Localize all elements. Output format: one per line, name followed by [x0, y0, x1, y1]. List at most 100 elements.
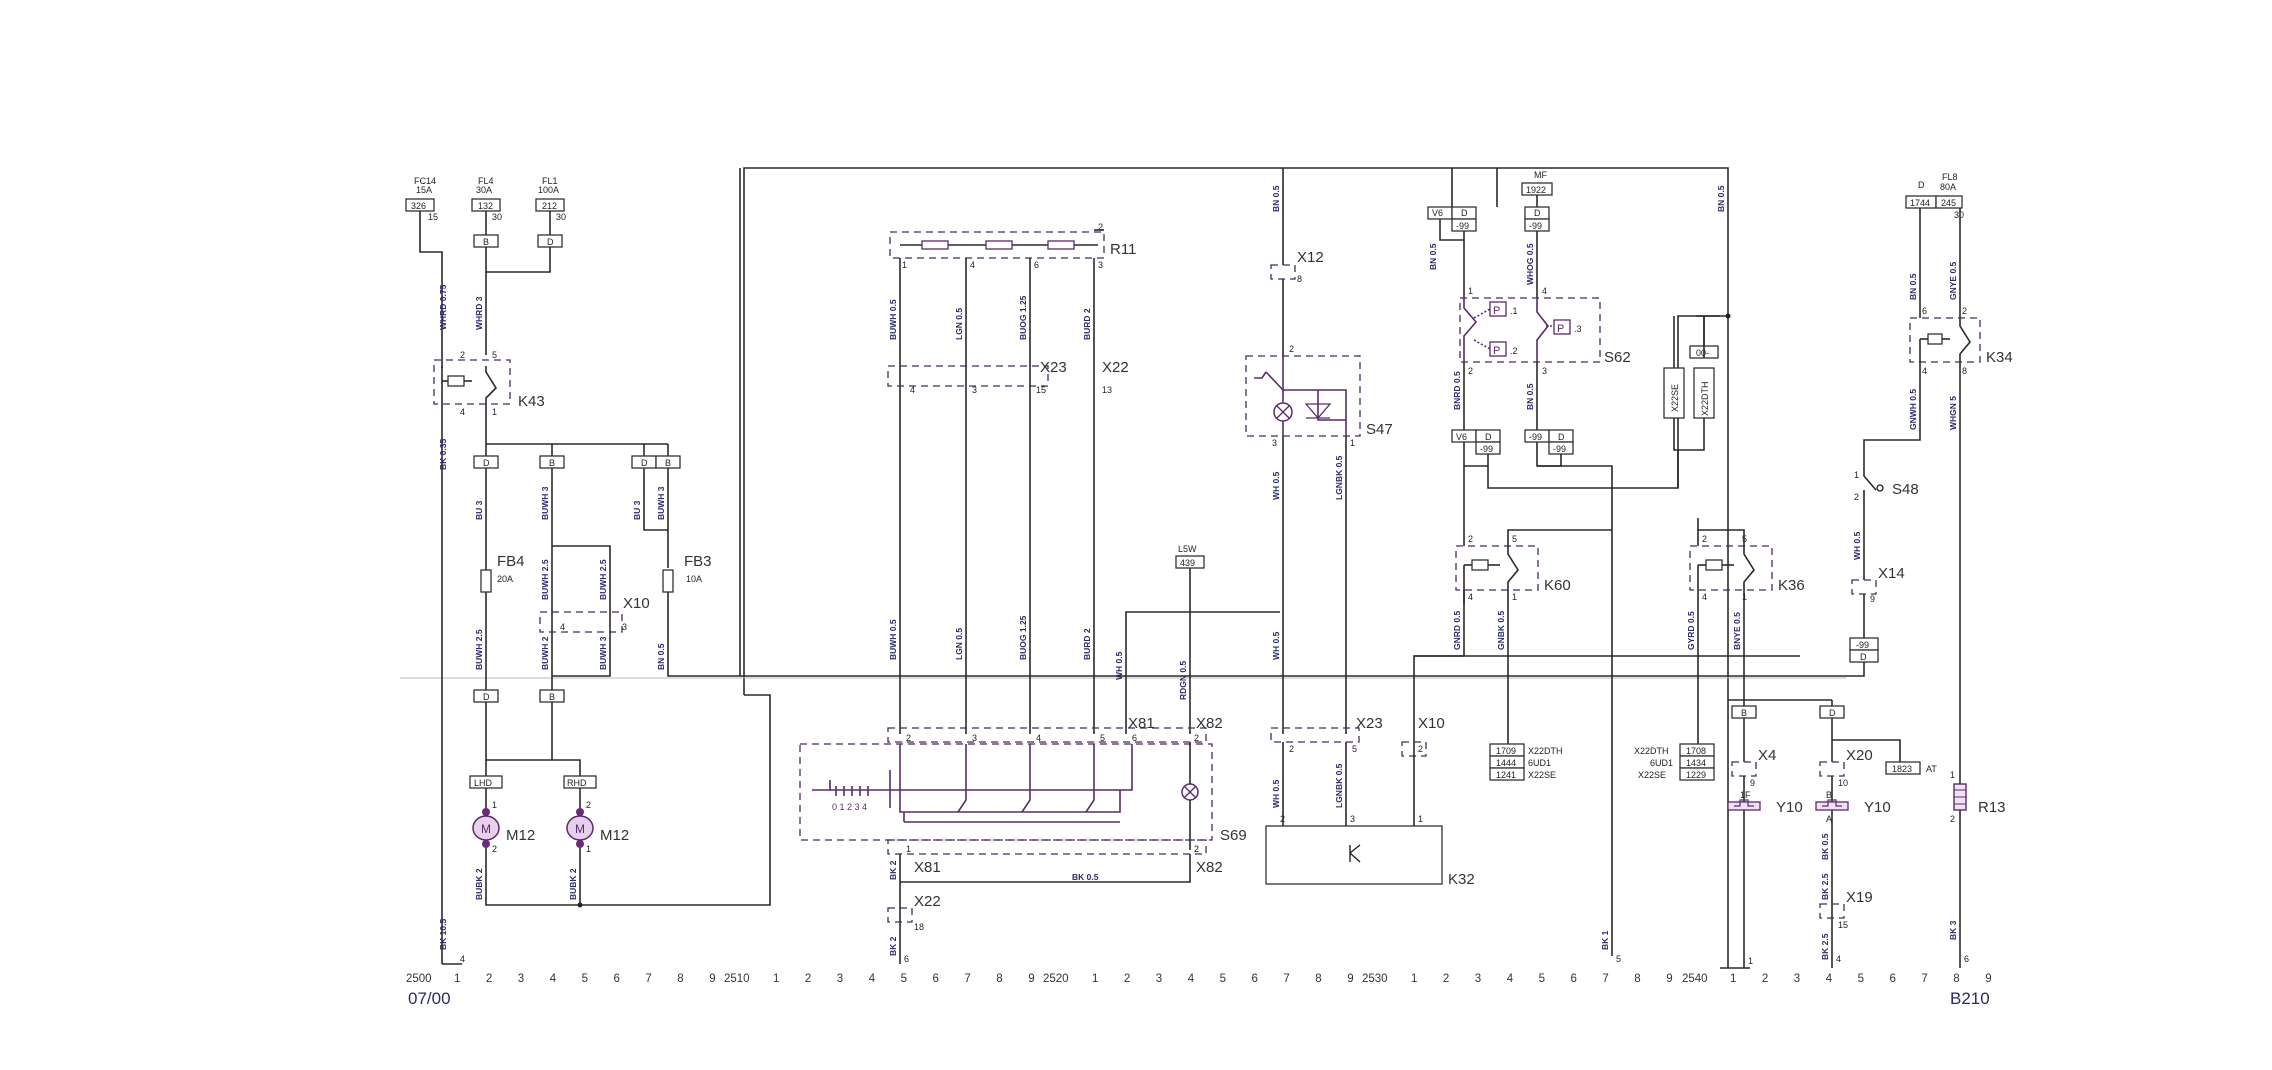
- fb4-rating: 20A: [497, 574, 513, 584]
- label-x20: X20: [1846, 747, 1873, 764]
- gnd-pin-5a: 5: [1616, 954, 1621, 964]
- label-fb3: FB3: [684, 553, 712, 570]
- svg-text:M: M: [575, 822, 585, 836]
- wire-label-11: BUWH 2: [540, 636, 550, 670]
- x23b-pin-5: 5: [1352, 744, 1357, 754]
- r13-pin-2: 2: [1950, 814, 1955, 824]
- x23b-pin-2: 2: [1289, 744, 1294, 754]
- m12a-pin-2: 2: [492, 844, 497, 854]
- label-x10-a: X10: [623, 595, 650, 612]
- k60-pin-1: 1: [1512, 592, 1517, 602]
- wire-label-7: BUWH 3: [656, 486, 666, 520]
- label-x14: X14: [1878, 565, 1905, 582]
- wire-label-32: LGNBK 0.5: [1334, 455, 1344, 500]
- et1-row0-code: 1709: [1496, 746, 1516, 756]
- label-x10-b: X10: [1418, 715, 1445, 732]
- opt-minus99-x14: -99: [1856, 640, 1869, 650]
- at-box-label: AT: [1926, 764, 1937, 774]
- wire-label-45: BNYE 0.5: [1732, 612, 1742, 650]
- connector-x12: [1270, 264, 1296, 280]
- et1-row1-label: 6UD1: [1528, 758, 1551, 768]
- axis-digit: 2: [1443, 973, 1449, 985]
- et2-row2-label: X22SE: [1638, 770, 1666, 780]
- axis-2500: 2500: [406, 973, 432, 985]
- axis-digit: 8: [1953, 973, 1959, 985]
- axis-digit: 5: [901, 973, 907, 985]
- axis-digit: 8: [1315, 973, 1321, 985]
- gnd-pin-1a: 1: [1748, 956, 1753, 966]
- axis-digit: 1: [1411, 973, 1417, 985]
- label-s47: S47: [1366, 421, 1393, 438]
- x23-pin-3: 3: [972, 385, 977, 395]
- opt-lhd: LHD: [474, 778, 493, 788]
- s47-pin-3: 3: [1272, 438, 1277, 448]
- wire-label-23: BUOG 1.25: [1018, 615, 1028, 660]
- opt-zero: 00-: [1696, 348, 1709, 358]
- fuse-fc14-pin: 15: [428, 212, 438, 222]
- k32-pin-1: 1: [1418, 814, 1423, 824]
- valve-y10-left: [1727, 801, 1761, 811]
- label-x81-b: X81: [914, 859, 941, 876]
- label-k34: K34: [1986, 349, 2013, 366]
- label-y10-left: Y10: [1776, 799, 1803, 816]
- x10-pin-4: 4: [560, 622, 565, 632]
- k60-pin-5: 5: [1512, 534, 1517, 544]
- m12b-pin-1: 1: [586, 844, 591, 854]
- r11-pin-6: 6: [1034, 260, 1039, 270]
- et1-row2-label: X22SE: [1528, 770, 1556, 780]
- label-k43: K43: [518, 393, 545, 410]
- k36-pin-2: 2: [1702, 534, 1707, 544]
- x81-pin-1: 1: [906, 844, 911, 854]
- opt-v6a: V6: [1432, 208, 1443, 218]
- wire-label-15: BUBK 2: [568, 868, 578, 900]
- wire-label-20: BURD 2: [1082, 308, 1092, 340]
- s69-pin-2: 2: [906, 733, 911, 743]
- wire-label-16: BK 10.5: [438, 919, 448, 950]
- x22-pin-13: 13: [1102, 385, 1112, 395]
- connector-x22-b: [887, 907, 913, 923]
- opt-b3: B: [665, 458, 671, 468]
- opt-b5: B: [1741, 708, 1747, 718]
- axis-digit: 8: [1634, 973, 1640, 985]
- fuse-fl4-name: FL4: [478, 176, 494, 186]
- wire-label-18: LGN 0.5: [954, 308, 964, 340]
- k32-pin-3: 3: [1350, 814, 1355, 824]
- wire-label-36: BN 0.5: [1428, 243, 1438, 270]
- opt-d3: D: [641, 458, 648, 468]
- axis-digit: 4: [550, 973, 557, 985]
- r13-pin-1: 1: [1950, 770, 1955, 780]
- connector-x23-b: [1270, 727, 1360, 743]
- wire-label-47: GNYE 0.5: [1948, 261, 1958, 300]
- label-m12-left: M12: [506, 827, 535, 844]
- x22b-pin-18: 18: [914, 922, 924, 932]
- connector-x19: [1819, 903, 1845, 919]
- label-x22-b: X22: [914, 893, 941, 910]
- svg-text:M: M: [481, 822, 491, 836]
- wire-label-43: BN 0.5: [1716, 185, 1726, 212]
- axis-digit: 4: [1507, 973, 1514, 985]
- wire-label-14: BUBK 2: [474, 868, 484, 900]
- engine-table-2: X22DTH 6UD1 X22SE 1708 1434 1229: [1634, 743, 1715, 781]
- et2-row2-code: 1229: [1686, 770, 1706, 780]
- s47-k32-section: BN 0.5 X12 8 2 S47 3 1 WH 0.5 LGNBK 0.5 …: [1245, 185, 1800, 888]
- opt-dd: D: [1558, 432, 1565, 442]
- page-code: B210: [1950, 989, 1990, 1008]
- s69-pin-3: 3: [972, 733, 977, 743]
- et1-row0-label: X22DTH: [1528, 746, 1563, 756]
- axis-digit: 6: [1252, 973, 1258, 985]
- left-section: FC14 15A 326 15 FL4 30A 132 30 FL1 100A …: [405, 168, 771, 965]
- wire-label-3: BK 0.35: [438, 439, 448, 470]
- label-y10-right: Y10: [1864, 799, 1891, 816]
- k43-pin-1: 1: [492, 407, 497, 417]
- axis-digit: 5: [1539, 973, 1545, 985]
- s48-pin-2: 2: [1854, 492, 1859, 502]
- wire-label-31: WH 0.5: [1271, 471, 1281, 500]
- wire-label-34: WH 0.5: [1271, 779, 1281, 808]
- svg-text:P: P: [1493, 345, 1500, 357]
- x12-pin-8: 8: [1297, 274, 1302, 284]
- connector-x23-a: [887, 365, 1049, 387]
- s47-pin-2: 2: [1289, 344, 1294, 354]
- fuse-fb4: [480, 569, 492, 593]
- tag-x22dth-text: X22DTH: [1700, 381, 1710, 416]
- s69-pin-6: 6: [1132, 733, 1137, 743]
